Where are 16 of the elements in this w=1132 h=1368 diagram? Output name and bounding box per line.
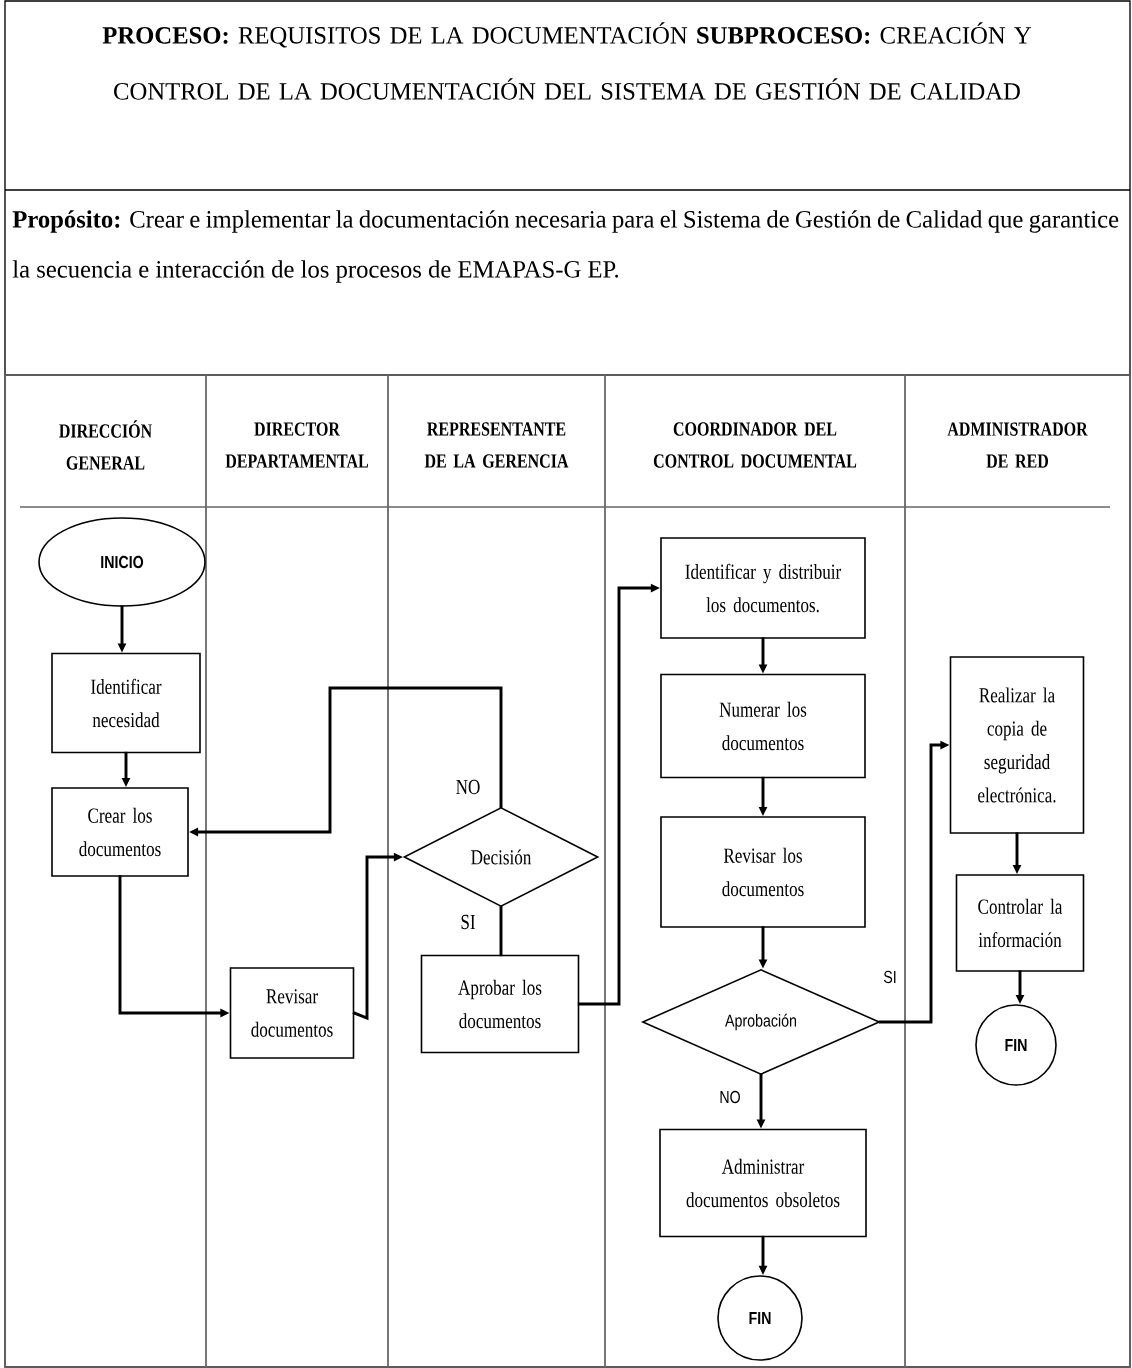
title: PROCESO: REQUISITOS DE LA DOCUMENTACIÓN SUBPROCESO: CREACIÓN Y CONTROL DE LA DOCUMENTACIÓN DEL SISTEMA DE GESTIÓN DE CALIDAD — [102, 22, 1032, 100]
edge-label: SI — [883, 970, 896, 984]
box: Identificar necesidad — [51, 652, 201, 754]
box: Crear los documentos — [51, 787, 189, 877]
edge-label: NO — [720, 1090, 740, 1104]
box: Revisar los documentos — [660, 816, 866, 928]
box: Administrar documentos obsoletos — [659, 1128, 867, 1238]
box: Aprobar los documentos — [420, 954, 580, 1054]
purpose-text: Propósito: Crear e implementar la documentación necesaria para el Sistema de Gestión de Calidad que garantice la secuencia e interacción de los procesos de EMAPAS-G EP. — [12, 210, 1119, 283]
edge-label: NO — [456, 779, 480, 795]
box: Revisar documentos — [229, 967, 355, 1059]
edge-label: SI — [461, 914, 475, 930]
box: Realizar la copia de seguridad electrónica. — [949, 656, 1085, 834]
box: Identificar y distribuir los documentos. — [660, 537, 866, 639]
box: Controlar la información — [955, 874, 1085, 972]
box: Numerar los documentos — [660, 673, 866, 779]
